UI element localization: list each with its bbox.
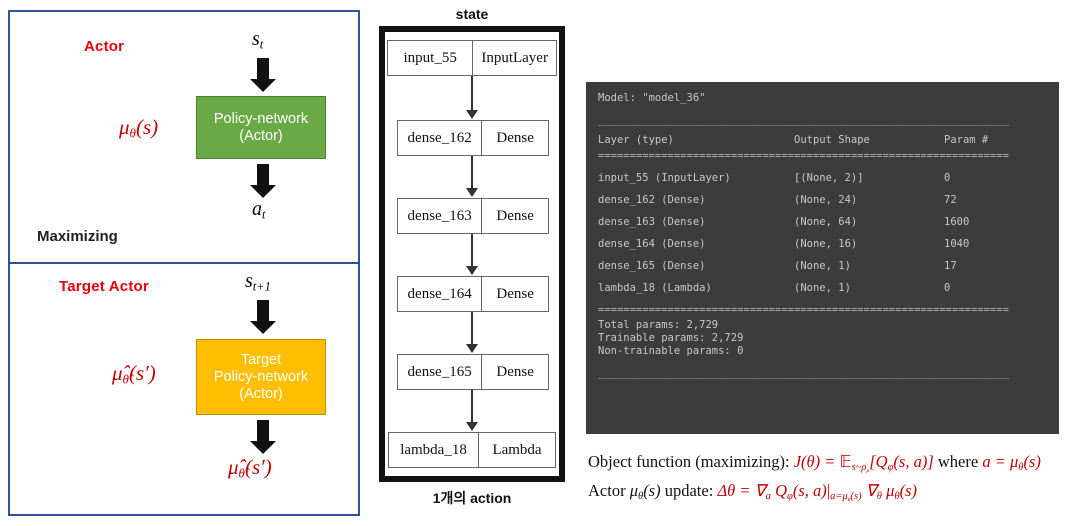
policy-network-box: Policy-network (Actor) [196,96,326,159]
policy-network-label-line2: (Actor) [239,127,283,144]
target-action-output-variable: μ̂θ̂(s′) [228,455,272,481]
arrow-target-network-to-output [250,420,276,454]
row-output-shape: (None, 1) [794,282,851,294]
row-output-shape: [(None, 2)] [794,172,864,184]
row-layer: dense_164 (Dense) [598,238,706,250]
objective-function-equation: Object function (maximizing): J(θ) = 𝔼s~… [588,452,1066,474]
graph-node-name: dense_164 [407,285,472,302]
table-row: dense_165 (Dense) (None, 1) 17 [598,260,1047,273]
graph-edge-4 [465,312,479,354]
next-state-input-variable: st+1 [245,270,271,294]
row-params: 0 [944,282,951,294]
row-layer: lambda_18 (Lambda) [598,282,712,294]
row-output-shape: (None, 64) [794,216,858,228]
graph-node-name: lambda_18 [400,441,467,458]
graph-node-type: Dense [481,121,548,155]
actor-update-prefix: Actor [588,481,630,501]
row-params: 72 [944,194,957,206]
header-param-count: Param # [944,134,989,146]
row-layer: input_55 (InputLayer) [598,172,731,184]
row-output-shape: (None, 24) [794,194,858,206]
mu-hat-theta-hat-s-prime-label: μ̂θ̂(s′) [112,361,156,387]
console-eq-rule-top: ========================================… [598,150,1009,162]
row-output-shape: (None, 1) [794,260,851,272]
panel-divider [8,262,360,264]
objective-function-where: where [933,452,983,471]
target-network-label-line3: (Actor) [239,385,283,402]
row-layer: dense_162 (Dense) [598,194,706,206]
arrow-state-to-policy-network [250,58,276,92]
objective-function-math: J(θ) = 𝔼s~ρμ[Qφ(s, a)] [793,452,934,475]
policy-network-label-line1: Policy-network [213,110,309,127]
row-params: 1600 [944,216,970,228]
objective-function-prefix: Object function (maximizing): [588,452,794,471]
mu-theta-s-label: μθ(s) [119,115,159,141]
maximizing-label: Maximizing [37,228,118,245]
graph-node-type: InputLayer [472,41,556,75]
graph-node-name: dense_162 [407,129,472,146]
table-row: dense_164 (Dense) (None, 16) 1040 [598,238,1047,251]
network-graph-bottom-label: 1개의 action [432,490,512,506]
graph-edge-3 [465,234,479,276]
graph-node-type: Dense [481,277,548,311]
row-output-shape: (None, 16) [794,238,858,250]
graph-node-dense-162: dense_162 Dense [397,120,549,156]
target-network-label-line2: Policy-network [213,368,309,385]
trainable-params: Trainable params: 2,729 [598,332,744,344]
arrow-next-state-to-target-network [250,300,276,334]
graph-node-type: Dense [481,199,548,233]
table-row: dense_163 (Dense) (None, 64) 1600 [598,216,1047,229]
graph-node-input-55: input_55 InputLayer [387,40,557,76]
graph-node-dense-163: dense_163 Dense [397,198,549,234]
console-dash-rule-bottom: ________________________________________… [598,367,1009,379]
total-params: Total params: 2,729 [598,319,719,331]
graph-node-lambda-18: lambda_18 Lambda [388,432,556,468]
network-graph-top-label: state [455,6,489,22]
row-params: 17 [944,260,957,272]
row-params: 0 [944,172,951,184]
header-output-shape: Output Shape [794,134,870,146]
model-name-line: Model: "model_36" [598,92,706,104]
graph-edge-5 [465,390,479,432]
non-trainable-params: Non-trainable params: 0 [598,345,744,357]
action-output-variable: at [252,198,266,222]
graph-node-dense-165: dense_165 Dense [397,354,549,390]
console-dash-rule-top: ________________________________________… [598,114,1009,126]
totals-block: Total params: 2,729 Trainable params: 2,… [598,319,1047,358]
graph-node-name: dense_163 [407,207,472,224]
actor-update-math: Δθ = ∇a Qφ(s, a)|a=μθ(s) ∇θ μθ(s) [717,481,917,504]
table-row: lambda_18 (Lambda) (None, 1) 0 [598,282,1047,295]
target-policy-network-box: Target Policy-network (Actor) [196,339,326,415]
model-summary-console: Model: "model_36" ______________________… [586,82,1059,434]
actor-update-mid: update: [660,481,718,501]
target-actor-section-title: Target Actor [59,278,149,295]
console-eq-rule-bottom: ========================================… [598,304,1009,316]
row-layer: dense_165 (Dense) [598,260,706,272]
target-network-label-line1: Target [240,351,282,368]
actor-section-title: Actor [84,38,125,55]
header-layer-type: Layer (type) [598,134,674,146]
arrow-policy-network-to-action [250,164,276,198]
graph-node-dense-164: dense_164 Dense [397,276,549,312]
summary-header-row: Layer (type) Output Shape Param # [598,134,1047,147]
actor-update-equation: Actor μθ(s) update: Δθ = ∇a Qφ(s, a)|a=μ… [588,481,1066,503]
actor-update-symbol: μθ(s) [629,481,661,503]
graph-node-type: Dense [481,355,548,389]
graph-node-name: input_55 [403,49,457,66]
graph-edge-1 [465,76,479,120]
graph-edge-2 [465,156,479,198]
row-layer: dense_163 (Dense) [598,216,706,228]
objective-function-condition: a = μθ(s) [982,452,1041,474]
equations-block: Object function (maximizing): J(θ) = 𝔼s~… [588,452,1066,510]
graph-node-name: dense_165 [407,363,472,380]
table-row: input_55 (InputLayer) [(None, 2)] 0 [598,172,1047,185]
state-input-variable: st [252,28,264,52]
row-params: 1040 [944,238,970,250]
table-row: dense_162 (Dense) (None, 24) 72 [598,194,1047,207]
graph-node-type: Lambda [478,433,555,467]
